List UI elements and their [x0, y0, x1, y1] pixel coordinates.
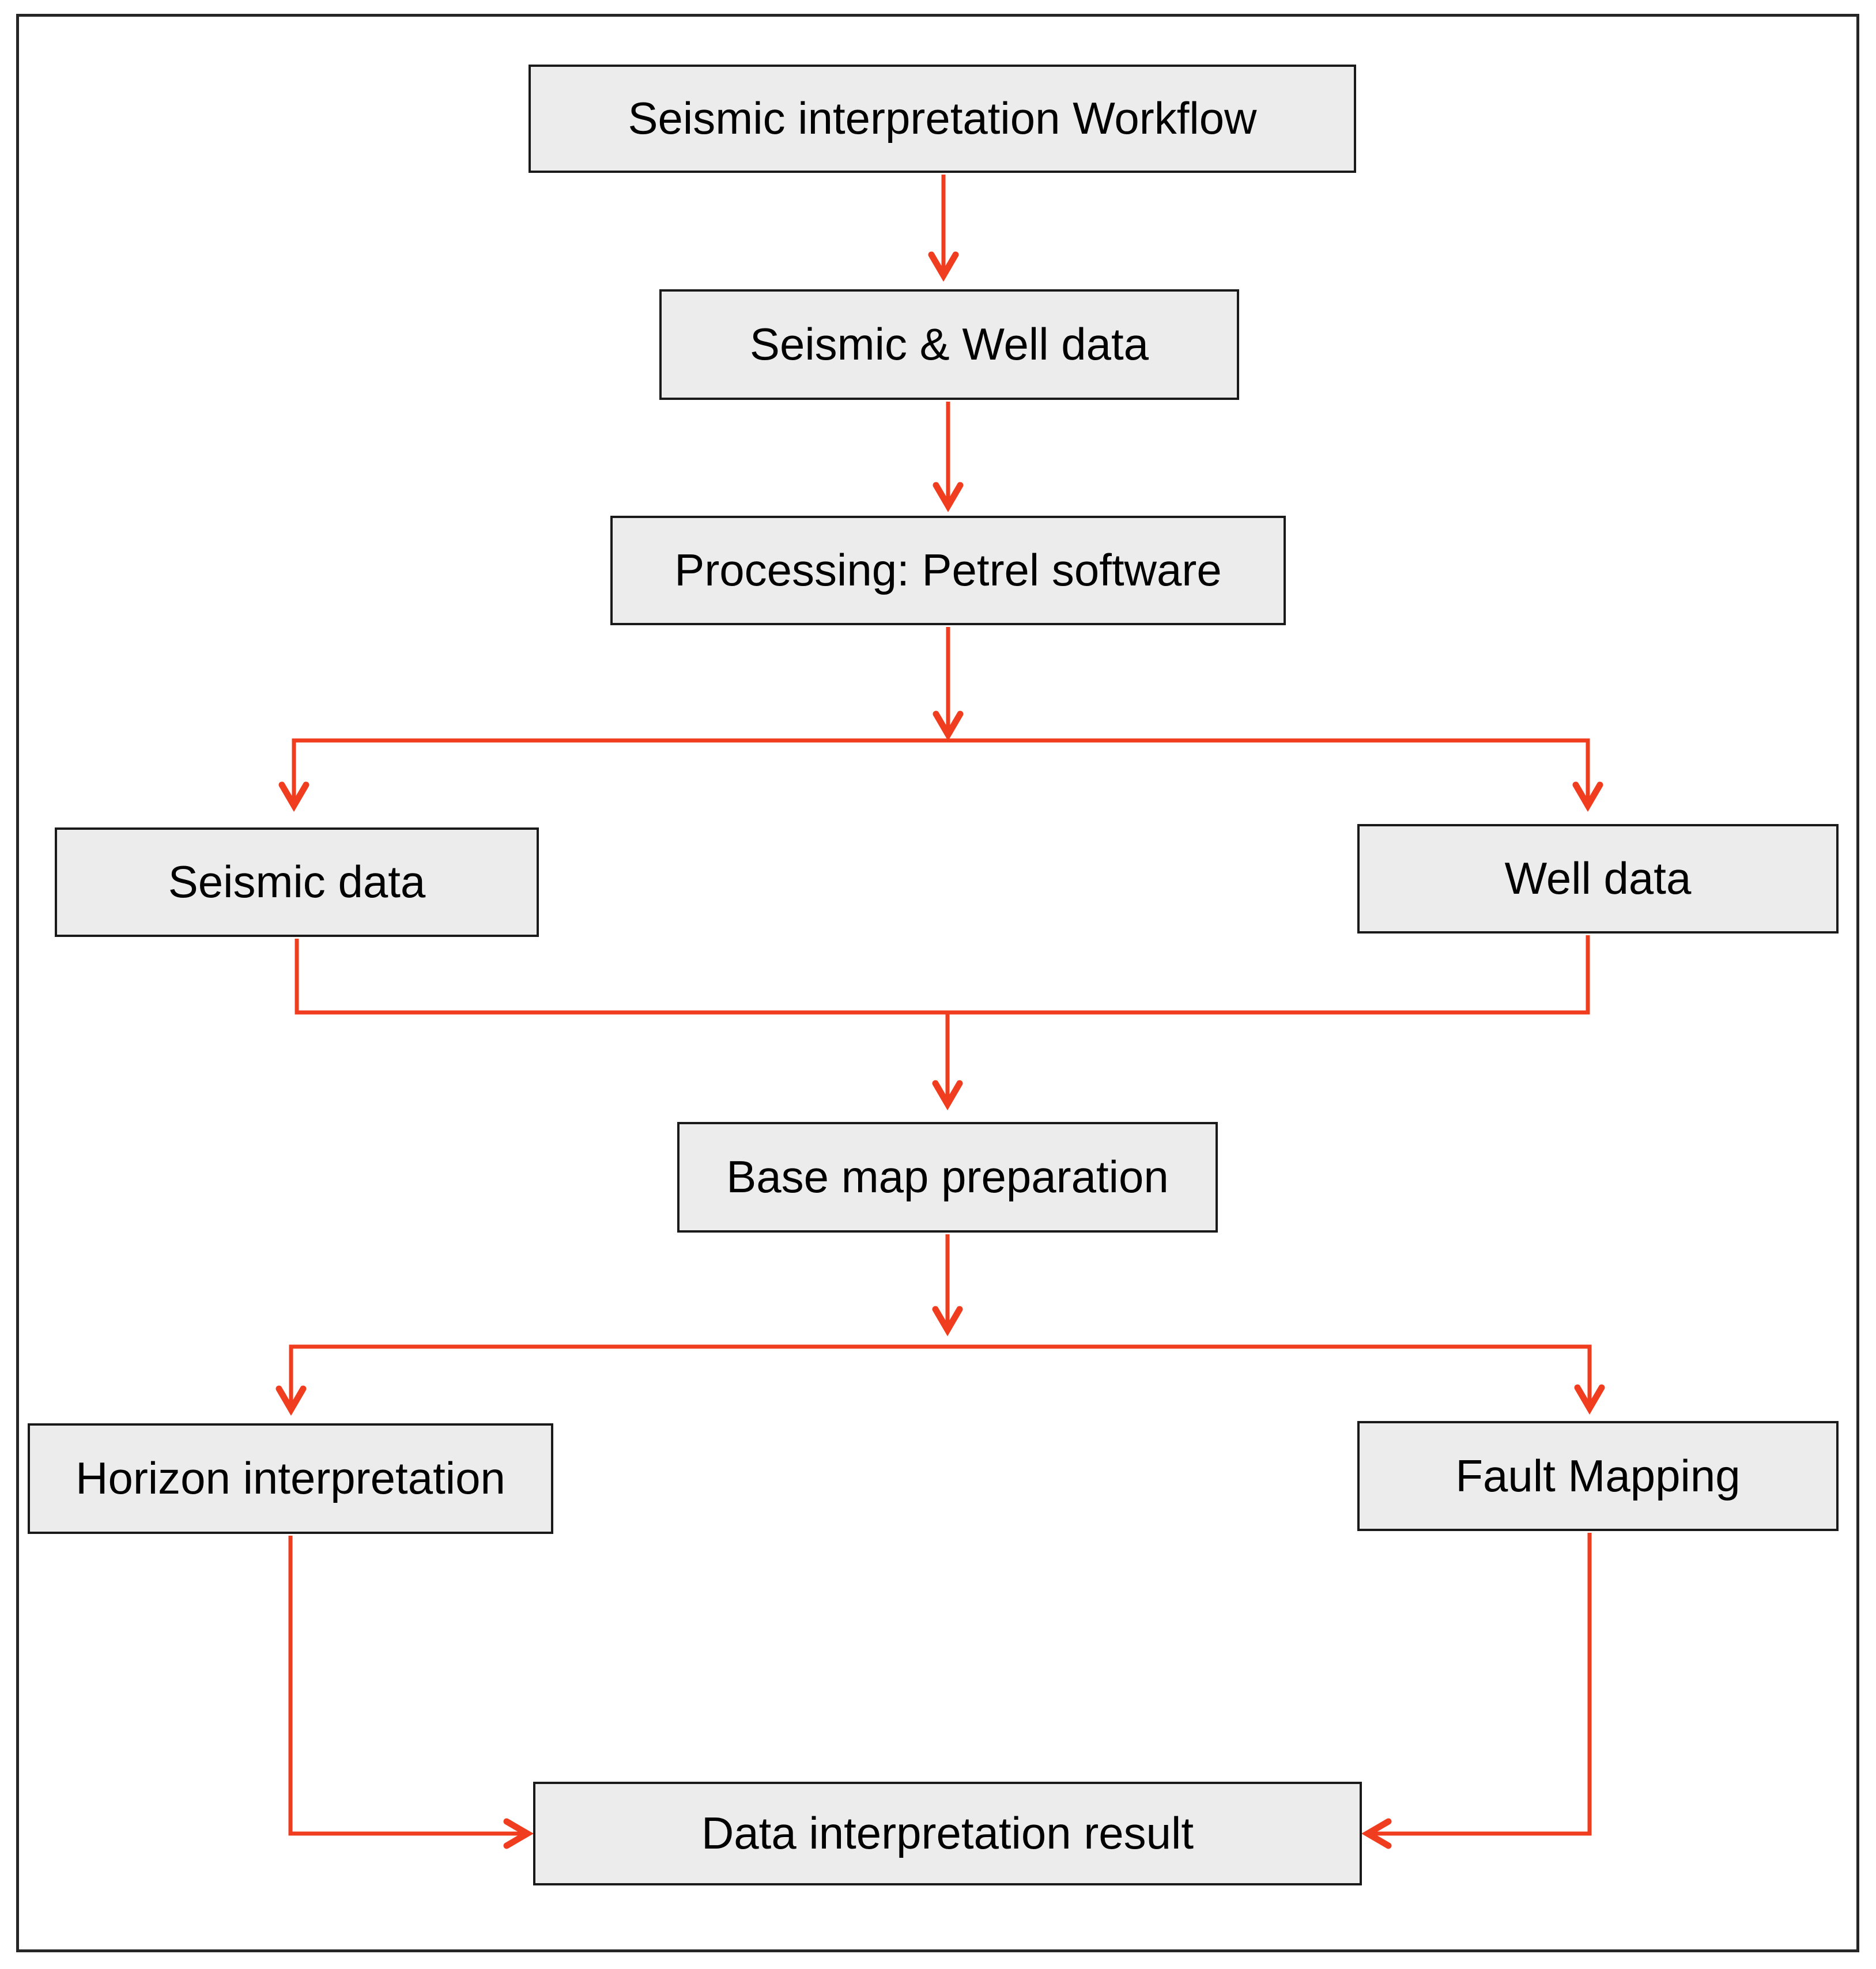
node-label: Seismic & Well data — [749, 319, 1149, 370]
node-processing-petrel-software: Processing: Petrel software — [610, 516, 1286, 625]
node-seismic-and-well-data: Seismic & Well data — [659, 289, 1239, 400]
connector-merge-to-basemap — [295, 935, 1590, 1110]
connector-split-horizon-fault — [275, 1344, 1605, 1416]
connector-split-seismic-well — [278, 738, 1603, 812]
node-label: Well data — [1504, 853, 1692, 904]
connector-basemap-to-split — [932, 1234, 963, 1336]
connector-processing-to-split — [933, 627, 964, 741]
node-label: Horizon interpretation — [76, 1453, 505, 1504]
node-fault-mapping: Fault Mapping — [1357, 1421, 1839, 1531]
connector-workflow-to-data — [928, 175, 959, 282]
node-horizon-interpretation: Horizon interpretation — [28, 1423, 553, 1534]
node-label: Fault Mapping — [1455, 1450, 1741, 1501]
connector-horizon-to-result — [288, 1536, 534, 1849]
node-label: Seismic data — [168, 856, 426, 908]
node-well-data: Well data — [1357, 824, 1839, 934]
node-label: Base map preparation — [726, 1151, 1169, 1203]
node-data-interpretation-result: Data interpretation result — [533, 1782, 1362, 1885]
connector-data-to-processing — [933, 402, 964, 512]
node-seismic-data: Seismic data — [55, 827, 539, 937]
node-seismic-interpretation-workflow: Seismic interpretation Workflow — [529, 65, 1356, 173]
node-label: Seismic interpretation Workflow — [628, 93, 1257, 144]
node-label: Processing: Petrel software — [674, 545, 1222, 596]
connector-fault-to-result — [1361, 1533, 1592, 1849]
node-base-map-preparation: Base map preparation — [677, 1122, 1218, 1233]
node-label: Data interpretation result — [701, 1808, 1194, 1859]
